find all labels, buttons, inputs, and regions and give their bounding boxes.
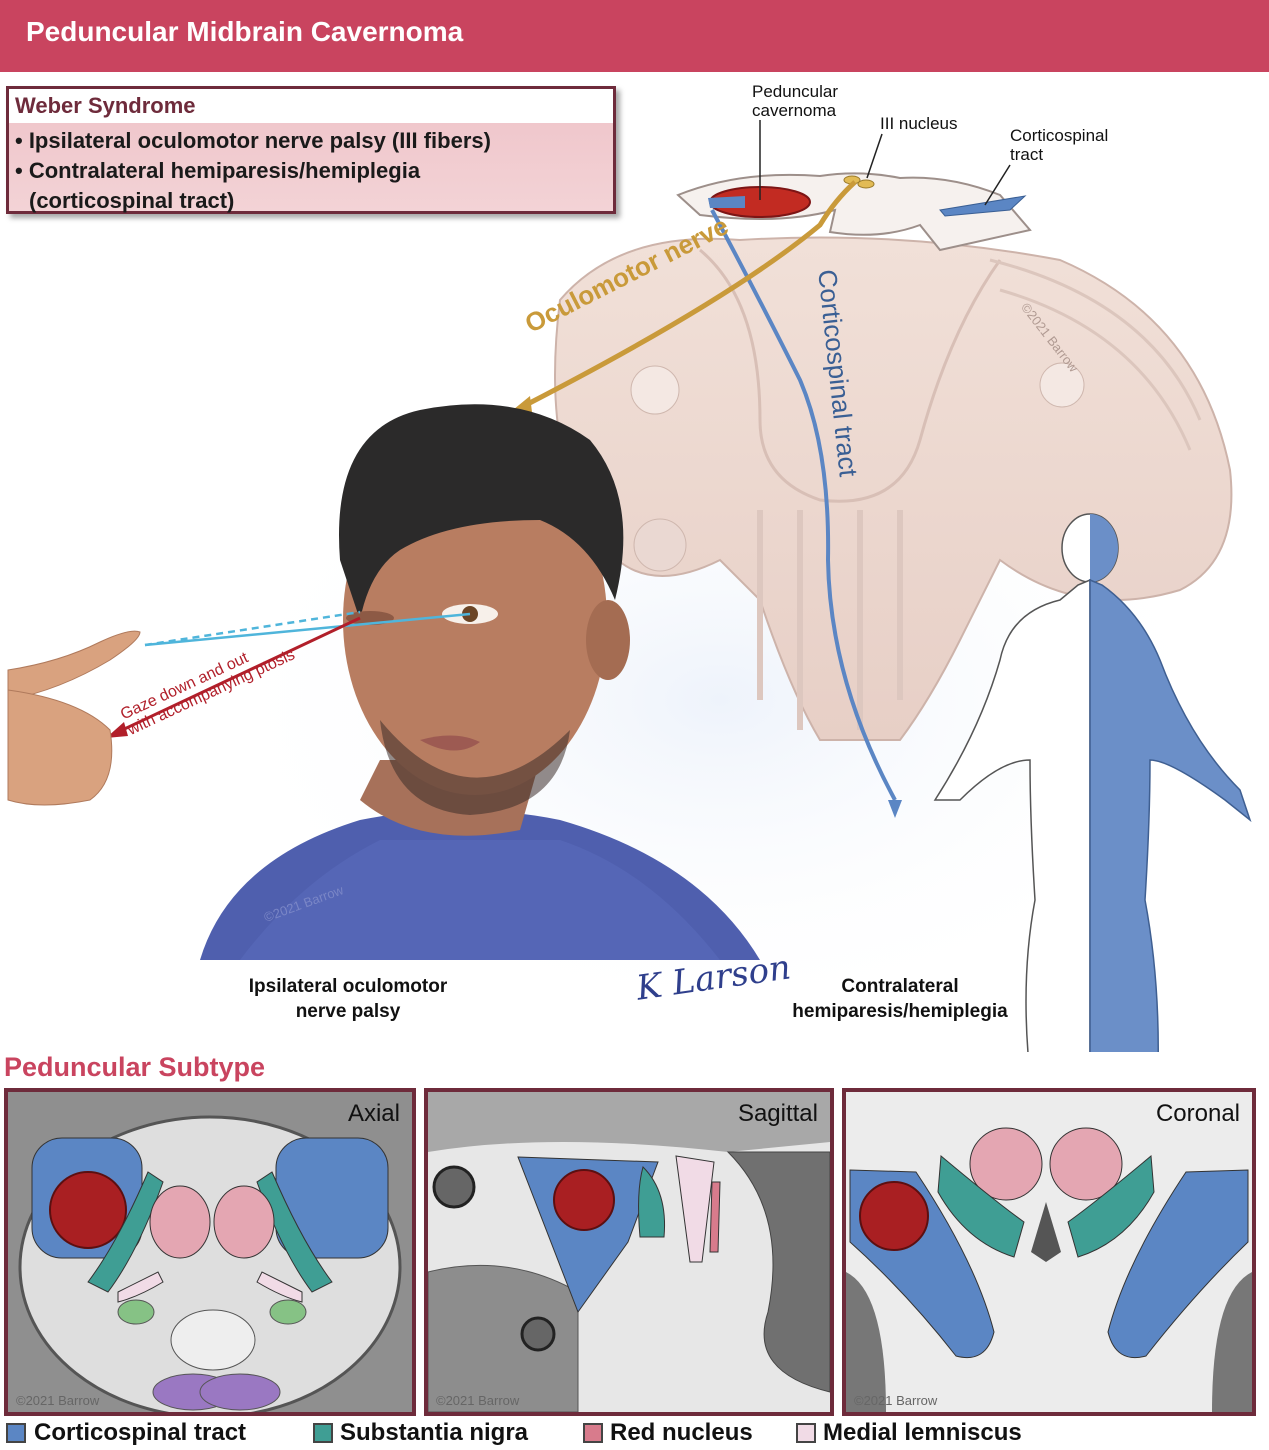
- legend-swatch-corticospinal: [6, 1423, 26, 1443]
- hand-illustration: [7, 630, 141, 701]
- axial-cavernoma: [49, 1171, 127, 1249]
- weber-syndrome-box: Weber Syndrome • Ipsilateral oculomotor …: [6, 86, 616, 214]
- legend-swatch-medial-lemniscus: [796, 1423, 816, 1443]
- legend-label-substantia-nigra: Substantia nigra: [340, 1419, 529, 1446]
- caption-contralateral: Contralateral hemiparesis/hemiplegia: [792, 976, 1008, 1022]
- label-corticospinal-tract: Corticospinal tract: [1010, 126, 1109, 164]
- sagittal-illustration: [428, 1142, 830, 1412]
- main-illustration: [7, 120, 1252, 1052]
- weber-item: • Contralateral hemiparesis/hemiplegia: [15, 158, 421, 183]
- patient-illustration: [200, 404, 760, 960]
- coronal-cavernoma: [859, 1181, 929, 1251]
- body-figure: [933, 513, 1252, 1052]
- panel-label-sagittal: Sagittal: [737, 1100, 818, 1127]
- legend-label-medial-lemniscus: Medial lemniscus: [823, 1419, 1022, 1446]
- legend-swatch-red-nucleus: [583, 1423, 603, 1443]
- title-banner: [0, 0, 1269, 72]
- weber-item: (corticospinal tract): [29, 188, 235, 213]
- caption-ipsilateral: Ipsilateral oculomotor nerve palsy: [248, 976, 448, 1022]
- oculomotor-nerve-line: [518, 180, 857, 411]
- panel-sagittal: Sagittal ©2021 Barrow: [424, 1088, 834, 1416]
- page-title: Peduncular Midbrain Cavernoma: [26, 16, 464, 47]
- sagittal-cavernoma: [553, 1169, 615, 1231]
- legend-label-red-nucleus: Red nucleus: [610, 1419, 753, 1446]
- legend-swatch-substantia-nigra: [313, 1423, 333, 1443]
- axial-illustration: [18, 1115, 402, 1412]
- subtype-title: Peduncular Subtype: [4, 1052, 266, 1082]
- label-peduncular-cavernoma: Peduncular cavernoma: [752, 82, 839, 120]
- panel-label-coronal: Coronal: [1155, 1100, 1240, 1127]
- weber-item: • Ipsilateral oculomotor nerve palsy (II…: [15, 128, 491, 153]
- brainstem-illustration: [554, 172, 1233, 741]
- label-iii-nucleus: III nucleus: [880, 114, 958, 133]
- weber-title: Weber Syndrome: [15, 93, 196, 118]
- legend-label-corticospinal: Corticospinal tract: [34, 1419, 247, 1446]
- coronal-illustration: [846, 1127, 1252, 1412]
- corticospinal-tract-line: [710, 209, 897, 801]
- panel-axial: Axial ©2021 Barrow: [4, 1088, 416, 1416]
- panel-label-axial: Axial: [347, 1100, 400, 1127]
- copyright-coronal: ©2021 Barrow: [854, 1393, 938, 1408]
- panel-coronal: Coronal ©2021 Barrow: [842, 1088, 1256, 1416]
- copyright-sagittal: ©2021 Barrow: [436, 1393, 520, 1408]
- copyright-axial: ©2021 Barrow: [16, 1393, 100, 1408]
